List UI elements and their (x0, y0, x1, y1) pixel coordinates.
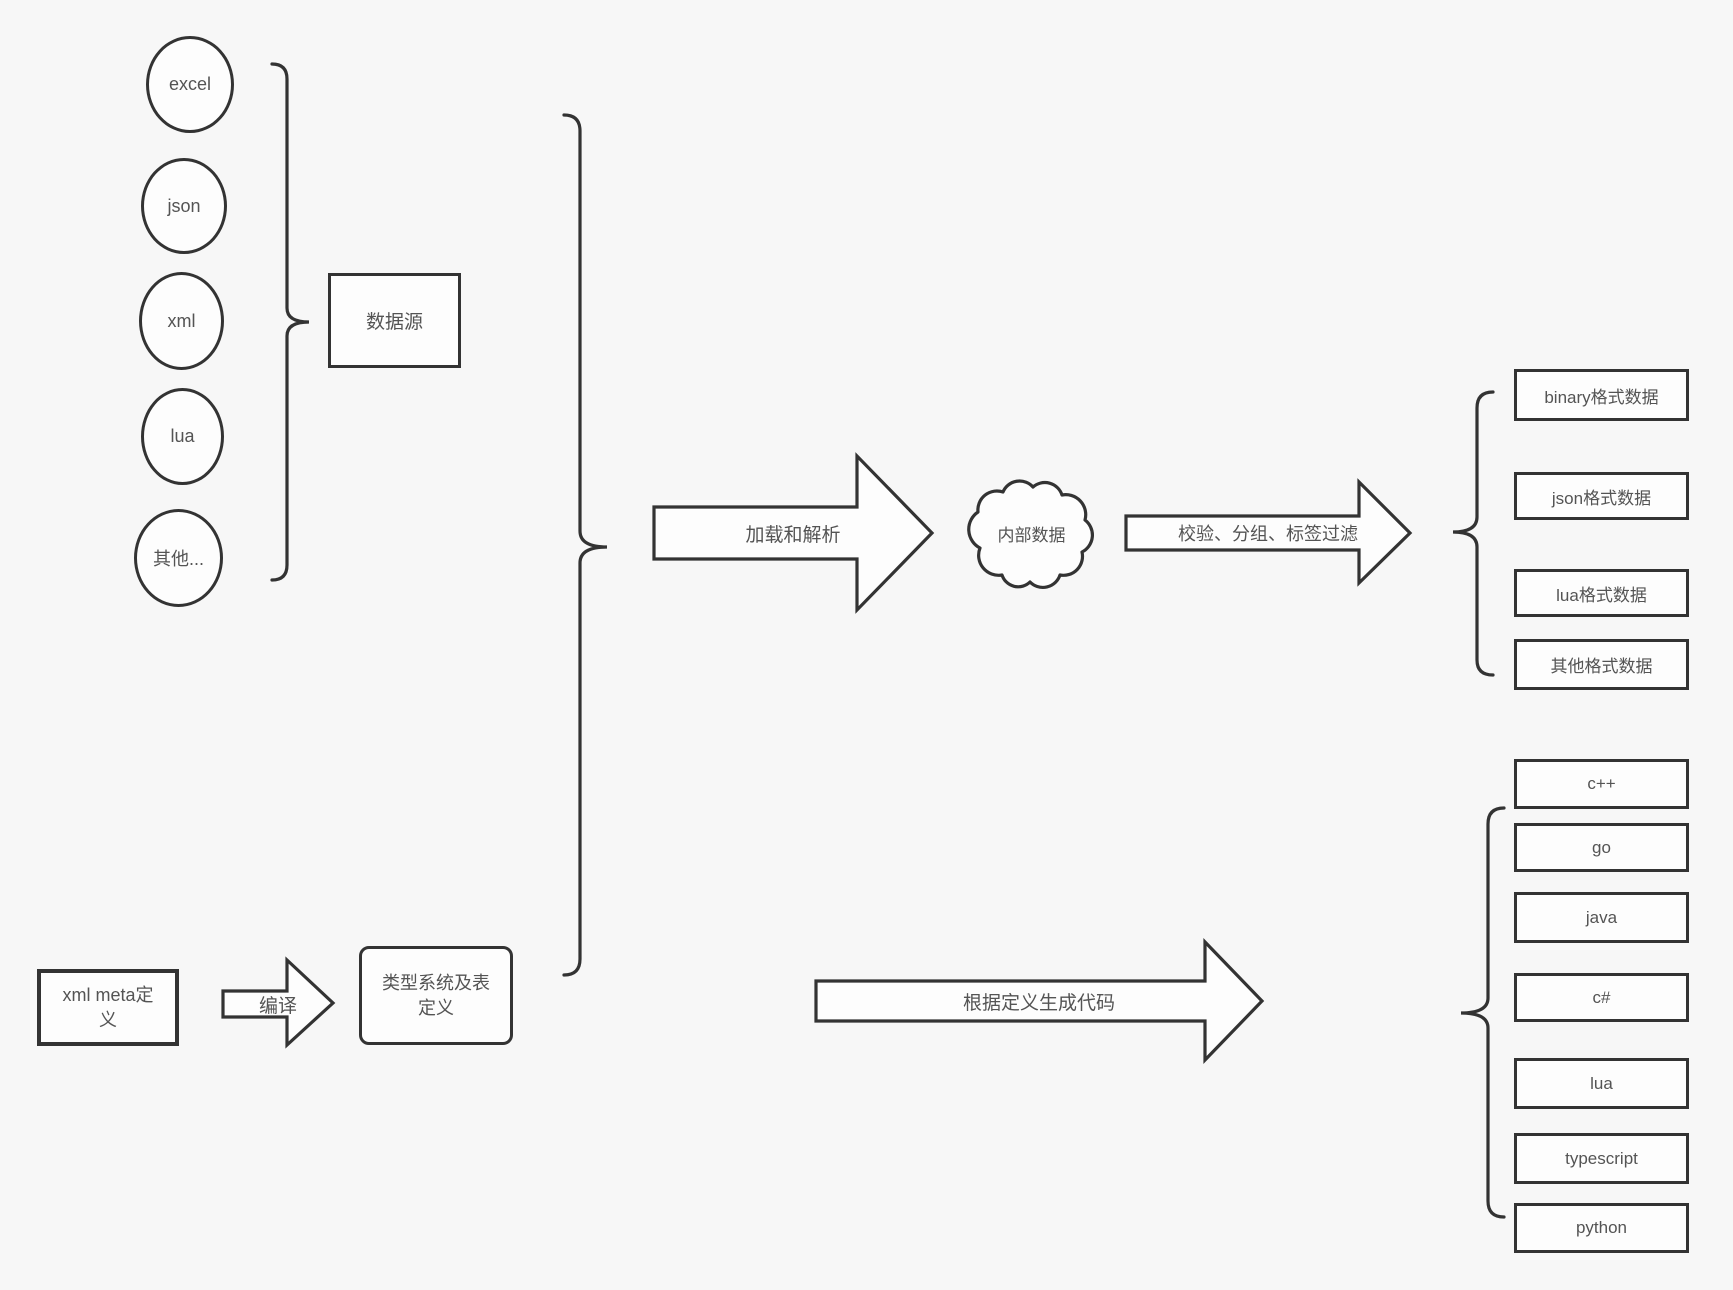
format-box-binary: binary格式数据 (1514, 369, 1689, 421)
xml-meta-label: xml meta定义 (62, 985, 154, 1030)
source-node-label: json (167, 195, 201, 216)
source-node-lua: lua (141, 388, 224, 485)
inputs-group-brace (562, 113, 608, 977)
compile-arrow (221, 956, 336, 1049)
load-parse-arrow (652, 452, 935, 614)
internal-data-cloud (967, 479, 1095, 590)
language-box-csharp: c# (1514, 973, 1689, 1022)
generate-code-arrow-label: 根据定义生成代码 (962, 992, 1115, 1014)
internal-data-label: 内部数据 (997, 525, 1066, 545)
source-node-label: excel (168, 74, 212, 94)
load-parse-arrow-label: 加载和解析 (745, 524, 841, 546)
type-system-box: 类型系统及表定义 (359, 946, 513, 1045)
format-box-label: lua格式数据 (1556, 585, 1647, 605)
language-box-label: lua (1590, 1073, 1613, 1093)
language-box-lua: lua (1514, 1058, 1689, 1109)
source-node-label: 其他... (152, 549, 204, 569)
source-node-json: json (141, 158, 227, 254)
language-box-typescript: typescript (1514, 1133, 1689, 1184)
format-box-other: 其他格式数据 (1514, 639, 1689, 690)
language-box-label: typescript (1565, 1148, 1638, 1168)
sources-group-brace (270, 62, 310, 582)
language-box-go: go (1514, 823, 1689, 872)
language-box-label: go (1592, 837, 1611, 857)
compile-arrow-label: 编译 (258, 995, 297, 1017)
type-system-label: 类型系统及表定义 (382, 973, 490, 1018)
format-box-label: 其他格式数据 (1550, 657, 1653, 676)
language-box-java: java (1514, 892, 1689, 943)
filter-arrow-label: 校验、分组、标签过滤 (1178, 524, 1358, 544)
language-box-label: python (1575, 1218, 1628, 1237)
language-box-python: python (1514, 1203, 1689, 1253)
source-node-label: lua (170, 426, 195, 446)
data-source-label: 数据源 (365, 312, 423, 333)
language-box-cpp: c++ (1514, 759, 1689, 809)
filter-arrow (1124, 478, 1413, 587)
source-node-label: xml (167, 310, 196, 331)
language-box-label: c++ (1587, 774, 1616, 793)
data-source-box: 数据源 (328, 273, 461, 368)
xml-meta-box: xml meta定义 (37, 969, 179, 1046)
generate-code-arrow (814, 938, 1265, 1064)
format-box-lua: lua格式数据 (1514, 569, 1689, 617)
source-node-other: 其他... (134, 509, 223, 607)
source-node-excel: excel (146, 36, 234, 133)
languages-brace (1460, 806, 1506, 1219)
language-box-label: c# (1592, 987, 1611, 1007)
output-formats-brace (1452, 390, 1495, 677)
format-box-json: json格式数据 (1514, 472, 1689, 520)
language-box-label: java (1585, 907, 1618, 927)
format-box-label: binary格式数据 (1544, 387, 1659, 407)
source-node-xml: xml (139, 272, 224, 370)
format-box-label: json格式数据 (1551, 488, 1652, 508)
